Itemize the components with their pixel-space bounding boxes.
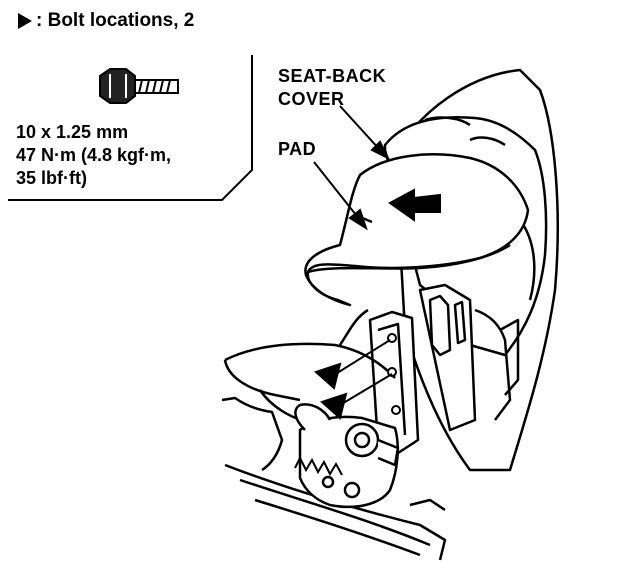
recliner-spring (294, 455, 343, 477)
removal-direction-arrow (388, 188, 441, 222)
spec-box-border (8, 55, 253, 201)
pad-label: PAD (278, 139, 317, 159)
bolt-location-marker (320, 373, 393, 420)
bolt-locations-legend: : Bolt locations, 2 (18, 10, 194, 32)
seat-rail (221, 396, 447, 561)
pad-leader (313, 161, 368, 231)
legend-text: : Bolt locations, 2 (36, 10, 195, 31)
seat-frame (368, 283, 520, 457)
seat-back-pad (304, 153, 530, 307)
black-triangle-marker-icon (18, 13, 32, 29)
bolt-location-marker (314, 339, 391, 390)
seat-back-cover-label-line-2: COVER (278, 89, 345, 109)
recliner-mechanism (294, 403, 400, 509)
seat-back-cover-label-line-1: SEAT-BACK (278, 66, 387, 86)
bolt-icon (99, 68, 179, 104)
recliner-bolts (387, 333, 401, 415)
seat-cushion (223, 308, 396, 427)
seat-back-cover-leader (339, 105, 391, 161)
torque-line-2: 35 lbf·ft) (16, 168, 87, 188)
bolt-size-label: 10 x 1.25 mm (16, 122, 129, 142)
torque-line-1: 47 N·m (4.8 kgf·m, (16, 145, 172, 165)
